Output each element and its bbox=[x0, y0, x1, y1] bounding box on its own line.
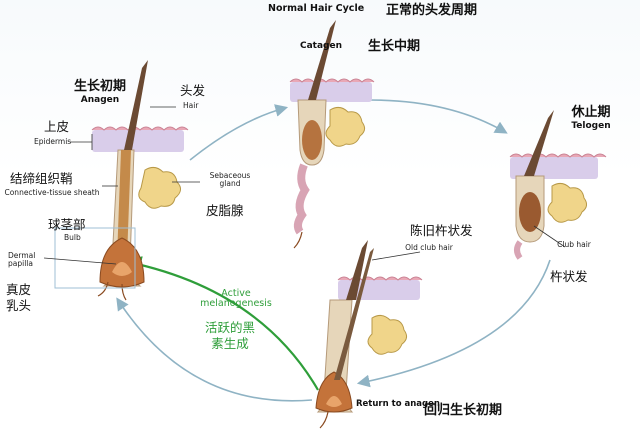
anagen-follicle bbox=[54, 60, 189, 301]
papilla-label-zh: 真皮乳头 bbox=[6, 282, 32, 313]
epidermis-label-en: Epidermis bbox=[34, 137, 72, 146]
anagen-label-en: Anagen bbox=[80, 95, 120, 105]
title-en: Normal Hair Cycle bbox=[268, 3, 365, 14]
title-zh: 正常的头发周期 bbox=[386, 3, 478, 18]
old-club-hair-label-zh: 陈旧杵状发 bbox=[410, 223, 473, 238]
cycle-arrow-telogen-to-return bbox=[356, 259, 551, 388]
melanogenesis-label-en: Active melanogenesis bbox=[200, 288, 272, 310]
return-anagen-follicle bbox=[315, 240, 423, 429]
gland-label-zh: 皮脂腺 bbox=[206, 203, 244, 218]
cycle-arrow-return-to-anagen bbox=[116, 297, 313, 402]
catagen-label-en: Catagen bbox=[300, 41, 343, 51]
cycle-arrow-catagen-to-telogen bbox=[369, 99, 508, 134]
catagen-label-zh: 生长中期 bbox=[368, 39, 421, 54]
anagen-label-zh: 生长初期 bbox=[73, 79, 126, 94]
club-hair-label-zh: 杵状发 bbox=[550, 269, 588, 284]
telogen-label-zh: 休止期 bbox=[571, 105, 611, 120]
epidermis-label-zh: 上皮 bbox=[44, 119, 70, 134]
return-label-en: Return to anagen bbox=[356, 399, 440, 409]
sheath-label-zh: 结缔组织鞘 bbox=[10, 171, 73, 186]
telogen-label-en: Telogen bbox=[571, 121, 611, 131]
catagen-follicle bbox=[289, 20, 375, 249]
gland-label-en: Sebaceous gland bbox=[209, 171, 251, 189]
papilla-label-en: Dermal papilla bbox=[8, 251, 36, 269]
club-hair-label-en: Club hair bbox=[557, 240, 591, 249]
leader-lines bbox=[43, 106, 566, 265]
telogen-follicle bbox=[509, 110, 607, 260]
melanogenesis-arrow bbox=[123, 256, 319, 391]
sheath-label-en: Connective-tissue sheath bbox=[4, 188, 100, 197]
bulb-label-zh: 球茎部 bbox=[48, 217, 86, 232]
melanogenesis-label-zh: 活跃的黑素生成 bbox=[204, 320, 255, 352]
hair-label-zh: 头发 bbox=[180, 83, 206, 98]
cycle-arrow-anagen-to-catagen bbox=[189, 104, 289, 161]
old-club-hair-label-en: Old club hair bbox=[405, 243, 453, 252]
bulb-label-en: Bulb bbox=[64, 233, 81, 242]
return-label-zh: 回归生长初期 bbox=[424, 403, 503, 418]
hair-label-en: Hair bbox=[183, 101, 199, 110]
